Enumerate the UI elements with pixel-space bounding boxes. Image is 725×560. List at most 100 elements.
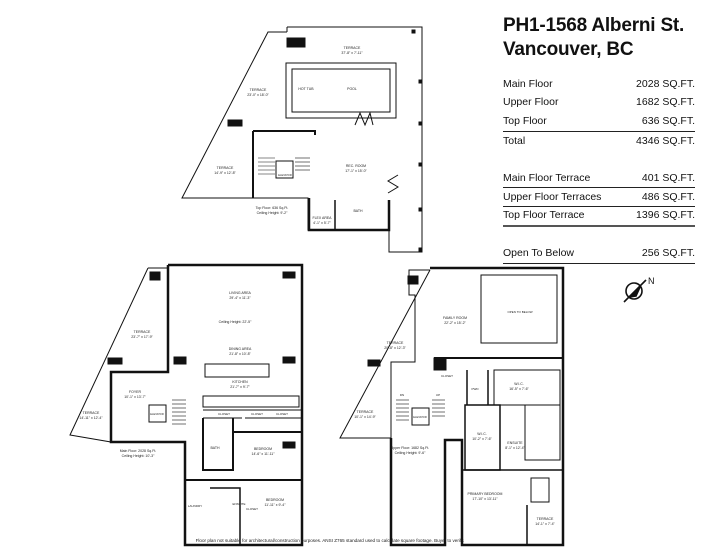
main-floor-outline (109, 263, 304, 547)
divider (503, 206, 695, 207)
room-label: W.I.C. (514, 382, 524, 386)
room-label: CLOSET (246, 507, 258, 511)
pool-deck (285, 62, 397, 119)
room-label: CLOSET (218, 412, 230, 416)
room-label: TERRACE (217, 166, 234, 170)
column (227, 119, 243, 127)
room-label: ELEVATOR (150, 412, 164, 416)
ceiling-note: Ceiling Height: 9'-2" (257, 211, 288, 215)
room-label: ENSUITE (507, 441, 523, 445)
room-dim: 29'-4" x 11'-3" (229, 296, 251, 300)
ceiling-note: Ceiling Height: 9'-6" (395, 451, 426, 455)
divider (503, 225, 695, 227)
area-value: 401 SQ.FT. (641, 172, 695, 184)
room-label: LAUNDRY (188, 504, 202, 508)
room-label: POOL (347, 87, 357, 91)
area-label: Main Floor (503, 78, 553, 90)
room-label: BEDROOM (266, 498, 284, 502)
room-label: ELEVATOR (278, 173, 292, 177)
room-label: CLOSET (251, 412, 263, 416)
upper-floor-outline (389, 266, 565, 547)
pool (291, 68, 391, 113)
rec-room-window (387, 174, 399, 194)
room-dim: 16'-5" x 7'-6" (509, 387, 529, 391)
area-value: 1396 SQ.FT. (636, 209, 695, 221)
disclaimer: Floor plan not suitable for architectura… (195, 538, 465, 543)
stairs (258, 157, 310, 175)
room-dim: 10'-2" x 7'-6" (472, 437, 492, 441)
elevator-shape (411, 407, 430, 426)
stair-label: UP (436, 393, 440, 397)
room-label: HOT TUB (298, 87, 314, 91)
property-title: PH1-1568 Alberni St. Vancouver, BC (503, 14, 684, 62)
open-to-below-area (480, 274, 558, 344)
room-dim: 22'-2" x 15'-2" (444, 321, 466, 325)
room-label: REC. ROOM (346, 164, 366, 168)
room-dim: 4'-1" x 5'-7" (313, 221, 331, 225)
room-label: TERRACE (134, 330, 151, 334)
room-label: TERRACE (250, 88, 267, 92)
ceiling-note: Ceiling Height: 10'-3" (122, 454, 155, 458)
terrace-row: Main Floor Terrace 401 SQ.FT. (503, 169, 695, 187)
kitchen-island (204, 363, 270, 378)
area-value: 486 SQ.FT. (641, 191, 695, 203)
room-label: BEDROOM (254, 447, 272, 451)
room-label: CLOSET (441, 374, 453, 378)
wall (307, 198, 391, 232)
room-label: BATH (353, 209, 363, 213)
main-floor-labels: TERRACE 23'-7" x 17'-9" TERRACE 14'-11" … (79, 291, 288, 511)
room-dim: 10'-1" x 13'-7" (124, 395, 146, 399)
room-dim: 21'-7" x 9'-7" (230, 385, 250, 389)
room-dim: 21'-8" x 10'-8" (229, 352, 251, 356)
title-address: PH1-1568 Alberni St. (503, 15, 685, 36)
room-label: ELEVATOR (413, 415, 427, 419)
area-label: Open To Below (503, 247, 575, 259)
room-dim: 8'-1" x 12'-4" (505, 446, 525, 450)
room-dim: 14'-6" x 11'-11" (252, 452, 276, 456)
room-label: DINING AREA (229, 347, 252, 351)
area-row: Top Floor 636 SQ.FT. (503, 112, 695, 130)
top-floor-outline (181, 26, 423, 253)
room-dim: 11'-11" x 9'-4" (264, 503, 286, 507)
divider (503, 263, 695, 264)
room-dim: 37'-8" x 7'-11" (341, 51, 363, 55)
upper-floor-plan (339, 266, 565, 547)
room-label: W.I.C. (477, 432, 487, 436)
room-label: KITCHEN (232, 380, 248, 384)
column (286, 37, 306, 48)
top-floor-plan (181, 26, 423, 253)
area-value: 256 SQ.FT. (641, 247, 695, 259)
room-label: TERRACE (344, 46, 361, 50)
room-dim: 14'-9" x 12'-8" (214, 171, 236, 175)
room-dim: 10'-1" x 14'-9" (354, 415, 376, 419)
total-label: Total (503, 135, 526, 147)
north-arrow-icon (623, 279, 647, 303)
room-label: TERRACE (387, 341, 404, 345)
elevator-shape (275, 160, 294, 179)
stair-label: DN (400, 393, 404, 397)
stairs (172, 399, 186, 425)
room-dim: 23'-0" x 18'-0" (247, 93, 269, 97)
area-value: 636 SQ.FT. (641, 115, 695, 127)
ceiling-note: Ceiling Height: 22'-5" (219, 320, 252, 324)
area-label: Top Floor (503, 115, 547, 127)
divider (503, 131, 695, 132)
wall (253, 130, 316, 135)
room-label: BATH (210, 446, 220, 450)
floor-note: Upper Floor: 1682 Sq.Ft. (391, 446, 430, 450)
room-dim: 23'-7" x 17'-9" (131, 335, 153, 339)
divider (503, 187, 695, 188)
room-dim: 20'-8" x 12'-3" (384, 346, 406, 350)
area-label: Main Floor Terrace (503, 172, 591, 184)
room-label: ENSUITE (232, 502, 245, 506)
room-dim: 14'-11" x 12'-4" (79, 416, 103, 420)
room-label: PWD (472, 387, 480, 391)
open-to-below-row: Open To Below 256 SQ.FT. (503, 244, 695, 262)
north-label: N (648, 276, 655, 286)
